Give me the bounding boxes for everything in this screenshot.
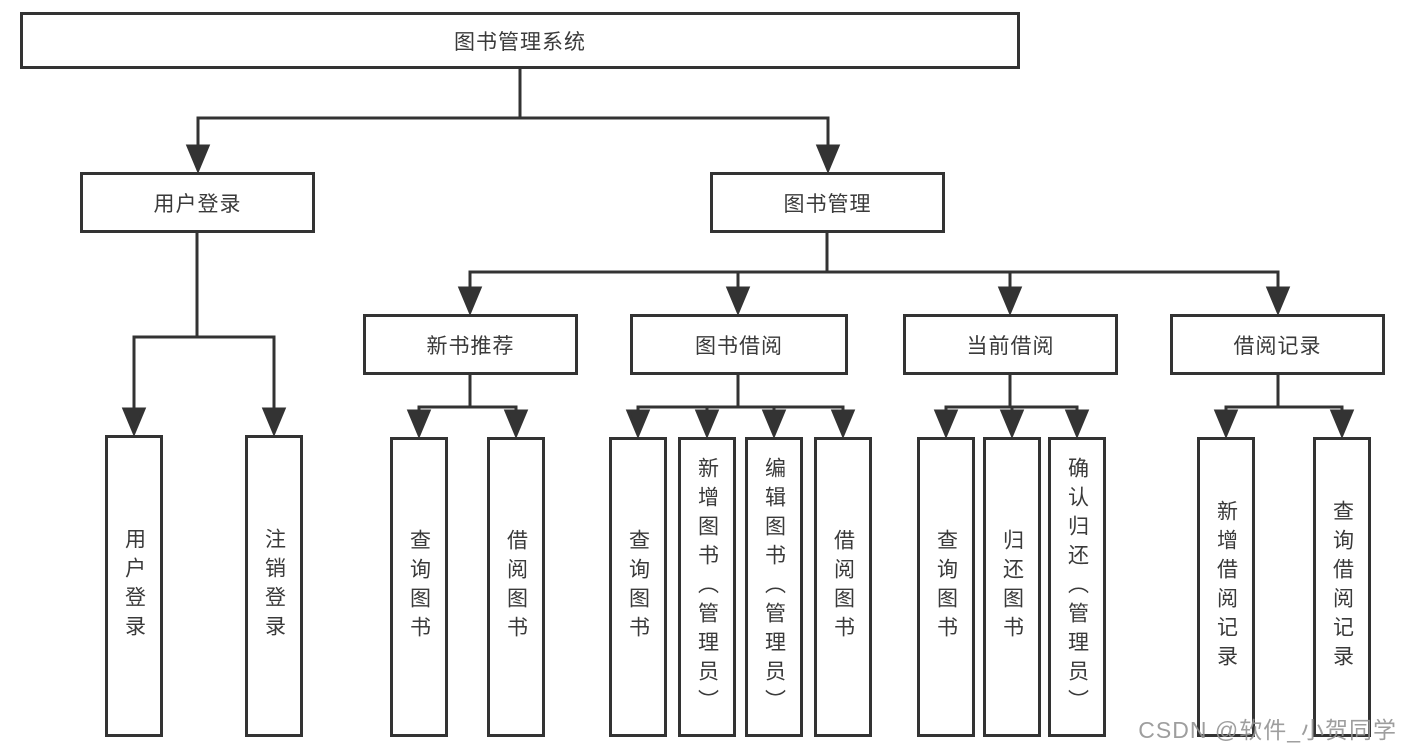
node-user-login: 用户登录 xyxy=(80,172,315,233)
leaf-add-books-admin: 新增图书（管理员） xyxy=(678,437,736,737)
leaf-label: 确认归还（管理员） xyxy=(1065,456,1089,718)
leaf-query-books-recommend: 查询图书 xyxy=(390,437,448,737)
leaf-query-books-current: 查询图书 xyxy=(917,437,975,737)
node-borrow-records: 借阅记录 xyxy=(1170,314,1385,375)
leaf-edit-books-admin: 编辑图书（管理员） xyxy=(745,437,803,737)
leaf-query-books-borrow: 查询图书 xyxy=(609,437,667,737)
leaf-label: 注销登录 xyxy=(262,528,286,644)
leaf-add-borrow-record: 新增借阅记录 xyxy=(1197,437,1255,737)
leaf-borrow-books: 借阅图书 xyxy=(814,437,872,737)
leaf-label: 新增图书（管理员） xyxy=(695,456,719,718)
node-book-borrow: 图书借阅 xyxy=(630,314,848,375)
leaf-label: 借阅图书 xyxy=(504,529,528,645)
node-library-system: 图书管理系统 xyxy=(20,12,1020,69)
leaf-label: 查询借阅记录 xyxy=(1330,500,1354,674)
leaf-label: 查询图书 xyxy=(934,529,958,645)
leaf-label: 归还图书 xyxy=(1000,529,1024,645)
leaf-confirm-return-admin: 确认归还（管理员） xyxy=(1048,437,1106,737)
leaf-label: 查询图书 xyxy=(407,529,431,645)
leaf-logout: 注销登录 xyxy=(245,435,303,737)
leaf-label: 借阅图书 xyxy=(831,529,855,645)
node-current-borrow: 当前借阅 xyxy=(903,314,1118,375)
leaf-label: 编辑图书（管理员） xyxy=(762,456,786,718)
leaf-label: 查询图书 xyxy=(626,529,650,645)
leaf-query-borrow-record: 查询借阅记录 xyxy=(1313,437,1371,737)
leaf-user-login: 用户登录 xyxy=(105,435,163,737)
leaf-borrow-books-recommend: 借阅图书 xyxy=(487,437,545,737)
node-book-management: 图书管理 xyxy=(710,172,945,233)
leaf-label: 用户登录 xyxy=(122,528,146,644)
node-new-book-recommend: 新书推荐 xyxy=(363,314,578,375)
leaf-return-books: 归还图书 xyxy=(983,437,1041,737)
leaf-label: 新增借阅记录 xyxy=(1214,500,1238,674)
